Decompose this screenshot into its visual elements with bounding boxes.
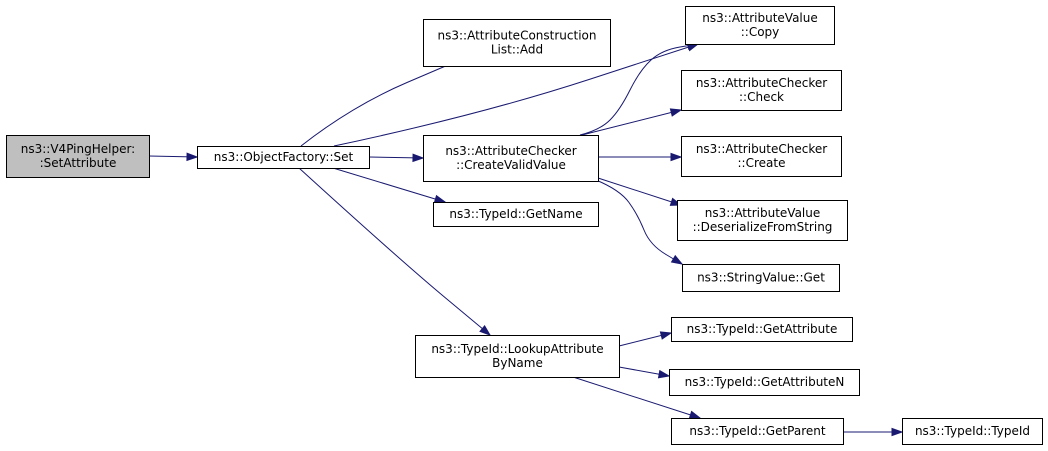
node-box — [423, 19, 611, 67]
node-box — [671, 418, 844, 445]
node-acCheck[interactable]: ns3::AttributeChecker::Check — [681, 70, 842, 111]
edge-ofset-to-aclAdd — [300, 58, 464, 147]
edge-line — [595, 179, 683, 265]
arrowhead-icon — [670, 254, 684, 265]
arrowhead-icon — [891, 427, 904, 437]
node-label: ns3::StringValue::Get — [697, 271, 825, 285]
edge-acCreateValid-to-acCheck — [581, 108, 683, 136]
edge-tiGetParent-to-tiTypeId — [843, 427, 904, 437]
node-label: ns3::AttributeValue — [705, 206, 821, 220]
node-tiGetAttrN[interactable]: ns3::TypeId::GetAttributeN — [669, 369, 860, 396]
node-label: ns3::TypeId::TypeId — [915, 424, 1030, 438]
edge-acCreateValid-to-svGet — [595, 179, 684, 265]
edge-acCreateValid-to-acCreate — [598, 152, 683, 162]
node-label: ::DeserializeFromString — [693, 220, 833, 234]
edge-tiLookup-to-tiGetParent — [572, 376, 702, 419]
node-tiGetAttr[interactable]: ns3::TypeId::GetAttribute — [671, 317, 853, 342]
edge-acCreateValid-to-avDeser — [597, 177, 683, 206]
edge-ofset-to-tiGetName — [332, 167, 447, 204]
node-box — [681, 136, 842, 177]
node-label: ns3::V4PingHelper: — [21, 142, 135, 156]
arrowhead-icon — [659, 331, 673, 340]
arrowhead-icon — [688, 410, 702, 419]
node-label: ns3::TypeId::GetParent — [689, 424, 825, 438]
edge-line — [332, 167, 446, 203]
node-label: ns3::AttributeChecker — [696, 76, 827, 90]
edge-tiLookup-to-tiGetAttr — [618, 331, 673, 347]
node-box — [415, 335, 620, 378]
node-label: ::CreateValidValue — [456, 158, 566, 172]
node-svGet[interactable]: ns3::StringValue::Get — [682, 264, 840, 292]
node-avDeser[interactable]: ns3::AttributeValue::DeserializeFromStri… — [677, 200, 848, 241]
node-box — [669, 369, 860, 396]
node-tiGetParent[interactable]: ns3::TypeId::GetParent — [671, 418, 844, 445]
node-box — [6, 135, 150, 178]
arrowhead-icon — [186, 152, 199, 162]
node-box — [423, 135, 599, 182]
node-label: ByName — [492, 356, 543, 370]
node-acCreateValid[interactable]: ns3::AttributeChecker::CreateValidValue — [423, 135, 599, 182]
node-box — [197, 146, 370, 169]
node-label: ns3::AttributeConstruction — [438, 29, 597, 43]
node-label: ::Create — [738, 156, 786, 170]
node-label: ns3::TypeId::GetAttribute — [687, 322, 838, 336]
node-box — [677, 200, 848, 241]
arrowhead-icon — [669, 108, 683, 117]
edge-line — [579, 43, 699, 136]
arrowhead-icon — [657, 369, 671, 379]
edge-v4ping-to-ofset — [148, 152, 199, 162]
edge-ofset-to-tiLookup — [298, 167, 492, 336]
node-tiGetName[interactable]: ns3::TypeId::GetName — [433, 202, 599, 227]
node-label: ns3::AttributeValue — [702, 11, 818, 25]
arrowhead-icon — [433, 194, 447, 204]
node-v4ping: ns3::V4PingHelper::SetAttribute — [6, 135, 150, 178]
node-ofset[interactable]: ns3::ObjectFactory::Set — [197, 146, 370, 169]
edge-line — [300, 58, 463, 147]
node-label: ns3::AttributeChecker — [445, 144, 576, 158]
node-label: ns3::AttributeChecker — [696, 142, 827, 156]
node-box — [433, 202, 599, 227]
node-label: ns3::TypeId::GetAttributeN — [685, 375, 845, 389]
arrowhead-icon — [670, 152, 683, 162]
node-box — [671, 317, 853, 342]
arrowhead-icon — [479, 324, 492, 336]
edge-line — [333, 43, 699, 147]
node-label: List::Add — [491, 43, 543, 57]
node-label: ::Copy — [741, 25, 780, 39]
edge-line — [597, 177, 682, 206]
arrowhead-icon — [412, 153, 425, 163]
node-box — [682, 264, 840, 292]
edge-line — [581, 109, 682, 136]
node-label: ::Check — [739, 90, 784, 104]
node-box — [902, 418, 1043, 445]
node-box — [685, 6, 835, 45]
node-avCopy[interactable]: ns3::AttributeValue::Copy — [685, 6, 835, 45]
node-label: :SetAttribute — [40, 156, 117, 170]
node-label: ns3::TypeId::GetName — [449, 207, 582, 221]
nodes-layer: ns3::V4PingHelper::SetAttribute ns3::Obje… — [6, 6, 1043, 445]
edge-line — [572, 376, 701, 419]
node-acCreate[interactable]: ns3::AttributeChecker::Create — [681, 136, 842, 177]
edge-line — [298, 167, 491, 336]
node-box — [681, 70, 842, 111]
node-tiTypeId[interactable]: ns3::TypeId::TypeId — [902, 418, 1043, 445]
edge-tiLookup-to-tiGetAttrN — [618, 366, 671, 379]
edge-ofset-to-acCreateValid — [368, 153, 425, 163]
node-label: ns3::TypeId::LookupAttribute — [431, 342, 603, 356]
node-label: ns3::ObjectFactory::Set — [214, 150, 354, 164]
